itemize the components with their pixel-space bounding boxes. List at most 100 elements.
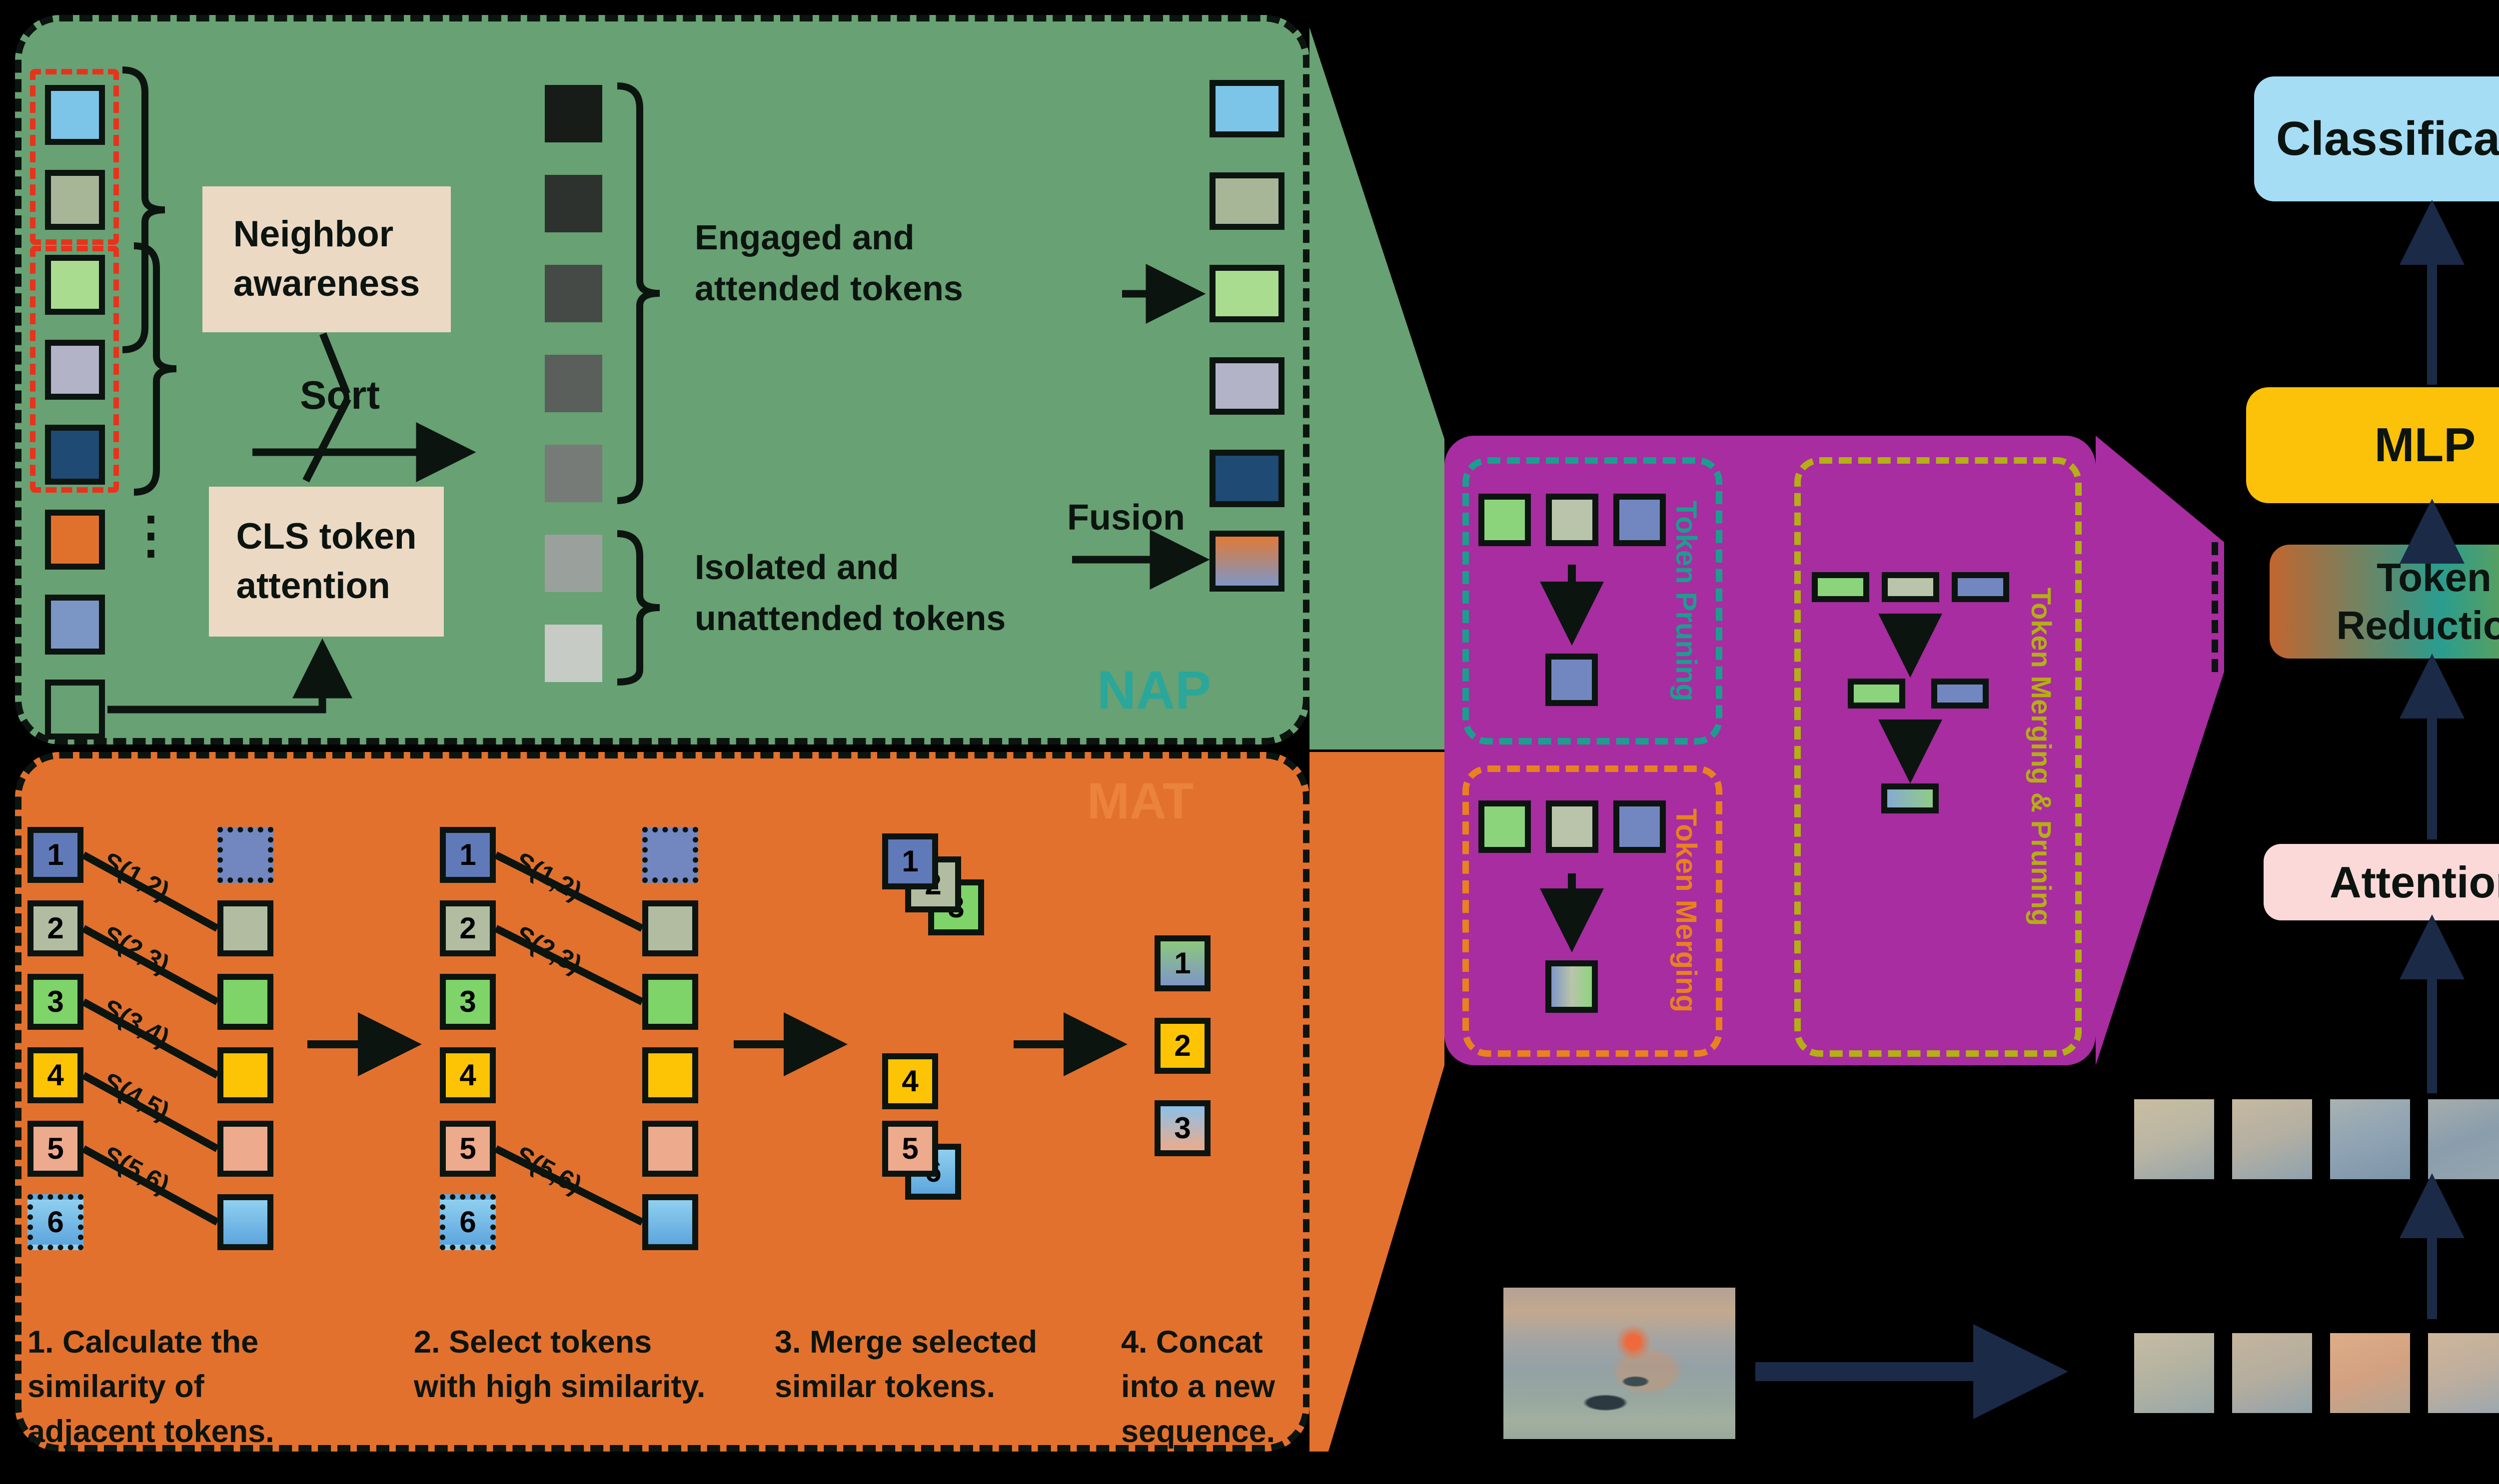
token [642,1194,698,1250]
token: 1 [1155,935,1211,991]
token: 4 [27,1047,83,1103]
token [1210,80,1284,137]
token-orange [45,510,105,570]
token-cls-empty [45,680,105,740]
token [1613,494,1666,546]
mat-caption-3: 3. Merge selected similar tokens. [775,1325,1038,1405]
token [545,265,602,322]
token-blue [45,595,105,655]
token [545,445,602,502]
token [1881,783,1939,813]
token [1210,357,1284,415]
nap-funnel [1309,27,1444,749]
token: 2 [440,900,496,956]
merging-output [1545,960,1598,1013]
token [2134,1099,2214,1179]
token [642,900,698,956]
token: 1 [882,833,938,889]
mat-step2-right-column [642,827,698,1250]
token: 4 [882,1053,938,1109]
merged-stack-4: 4 [882,1053,942,1113]
token-sage [45,170,105,230]
mat-caption-4: 4. Concat into a new sequence. [1121,1325,1275,1449]
token [1882,572,1939,602]
mp-row1 [1812,572,2009,602]
token: 3 [27,974,83,1030]
sort-label: Sort [300,373,380,417]
token [2330,1333,2410,1413]
token [2330,1099,2410,1179]
attention-box: Attention [2264,844,2499,920]
token: 2 [1155,1018,1211,1074]
mlp-box: MLP [2246,387,2499,503]
engaged-tokens-label: Engaged and attended tokens [695,218,963,308]
mat-step1-right-column [217,827,273,1250]
token-reduction-box: Token Reduction [2270,545,2499,659]
token-fused [1210,531,1284,592]
mp-row3 [1881,783,1939,813]
token [2232,1333,2312,1413]
token [1931,679,1989,709]
mat-title: MAT [1087,772,1194,829]
token: 5 [27,1121,83,1177]
token-lightgreen [45,255,105,315]
fusion-label: Fusion [1067,498,1185,538]
token [2232,1099,2312,1179]
token: 5 [882,1121,938,1177]
token [2428,1099,2499,1179]
mat-caption-2: 2. Select tokens with high similarity. [414,1325,706,1405]
token [1210,172,1284,230]
merging-input-row [1478,800,1666,853]
token [1848,679,1905,709]
nap-output-column [1210,80,1284,507]
token [545,85,602,142]
mat-caption-1: 1. Calculate the similarity of adjacent … [27,1325,274,1449]
pruning-output [1545,654,1598,706]
merged-stack-123: 123 [882,833,987,938]
token [545,625,602,682]
input-image-monet [1503,1288,1735,1439]
token [217,1194,273,1250]
cls-token-attention-label: CLS token attention [209,487,444,637]
token: 6 [440,1194,496,1250]
isolated-tokens-label: Isolated and unattended tokens [695,548,1006,638]
nap-fused-token [1210,531,1284,592]
patch-row-bottom [2134,1333,2499,1413]
token [545,355,602,412]
patch-row-top [2134,1099,2499,1179]
nap-title: NAP [1097,660,1212,720]
ellipsis-icon: ⋮ [126,507,177,563]
token [642,827,698,883]
token [1546,800,1598,853]
token: 1 [440,827,496,883]
pruning-input-row [1478,494,1666,546]
token-merging-pruning-box [1794,457,2082,1057]
reduction-funnel [2096,436,2224,1065]
token [1952,572,2009,602]
token-merging-label: Token Merging [1670,808,1702,1013]
token [642,974,698,1030]
token-pruning-label: Token Pruning [1670,500,1702,702]
neighbor-awareness-label: Neighbor awareness [202,186,451,332]
nap-sorted-column [545,85,602,682]
token [217,974,273,1030]
token: 5 [440,1121,496,1177]
token: 3 [440,974,496,1030]
token [217,1121,273,1177]
nap-input-column [45,85,105,740]
mp-row2 [1848,679,1989,709]
token-merging-pruning-label: Token Merging & Pruning [2026,588,2057,926]
token [1478,494,1531,546]
merged-stack-56: 56 [882,1121,967,1206]
classification-box: Classification [2254,76,2499,201]
mat-funnel [1309,752,1444,1452]
token [217,827,273,883]
token [1545,960,1598,1013]
token [545,175,602,232]
token [2428,1333,2499,1413]
token [1613,800,1666,853]
